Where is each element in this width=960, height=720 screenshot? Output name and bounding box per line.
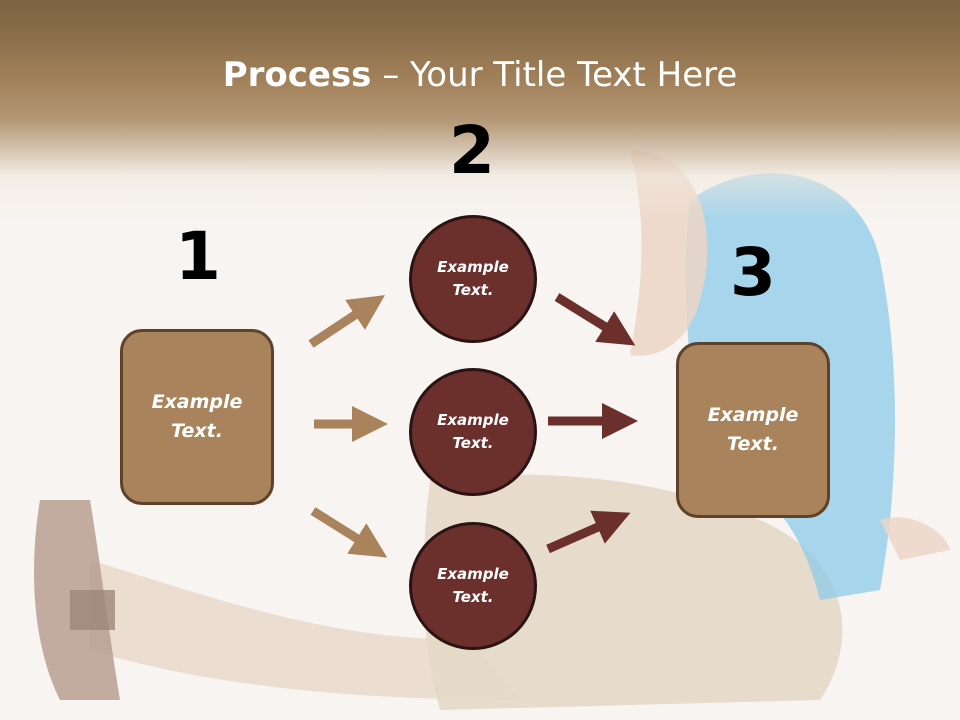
arrow-1-to-node-3 bbox=[310, 507, 388, 558]
step-3-box: Example Text. bbox=[676, 342, 830, 518]
step-number-2: 2 bbox=[449, 112, 495, 189]
step-1-box: Example Text. bbox=[120, 329, 274, 505]
title-bold-part: Process bbox=[222, 55, 372, 95]
step-number-3: 3 bbox=[730, 234, 776, 311]
step-number-1: 1 bbox=[175, 218, 221, 295]
arrow-1-to-node-1 bbox=[308, 295, 386, 348]
arrow-node-1-to-3 bbox=[554, 293, 636, 346]
middle-node-1: Example Text. bbox=[409, 215, 537, 343]
arrow-node-3-to-3 bbox=[546, 510, 631, 554]
header-band bbox=[0, 0, 960, 220]
slide-title: Process – Your Title Text Here bbox=[0, 52, 960, 98]
middle-node-3: Example Text. bbox=[409, 522, 537, 650]
title-rest-part: – Your Title Text Here bbox=[371, 55, 738, 95]
middle-node-2: Example Text. bbox=[409, 368, 537, 496]
